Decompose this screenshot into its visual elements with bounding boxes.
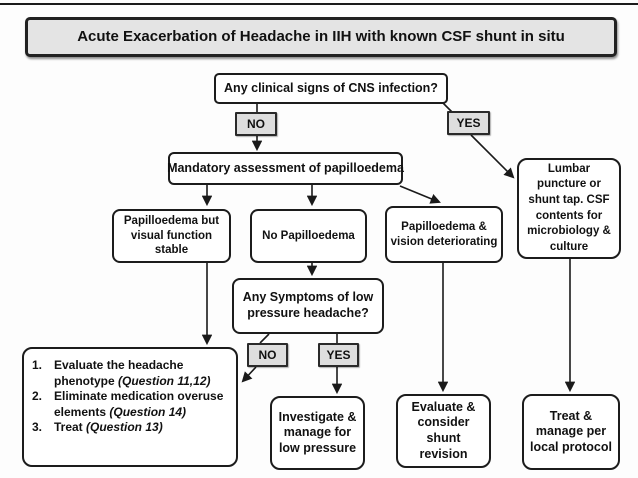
label-no-low-pressure: NO xyxy=(247,343,288,367)
edge-yes-to-lumbar xyxy=(470,134,515,179)
low-pressure-question-text: Any Symptoms of low pressure headache? xyxy=(242,290,374,320)
node-mandatory-assessment: Mandatory assessment of papilloedema xyxy=(167,152,404,185)
label-yes-low-pressure: YES xyxy=(318,343,359,367)
yes-label-text: YES xyxy=(456,115,481,130)
item-text: Eliminate medication overuse elements xyxy=(54,389,224,419)
item-question-ref: (Question 11,12) xyxy=(118,373,211,388)
item-question-ref: (Question 14) xyxy=(109,404,187,419)
item-number: 2. xyxy=(32,389,43,404)
treat-protocol-text: Treat & manage per local protocol xyxy=(530,408,612,454)
edge-cns-to-yes xyxy=(442,102,453,113)
node-investigate-low-pressure: Investigate & manage for low pressure xyxy=(270,396,365,470)
investigate-text: Investigate & manage for low pressure xyxy=(278,409,357,455)
papilloedema-deteriorating-text: Papilloedema & vision deteriorating xyxy=(390,221,498,248)
edge-lowpressure-to-no xyxy=(259,333,270,344)
papilloedema-stable-text: Papilloedema but visual function stable xyxy=(123,215,220,257)
node-lumbar-puncture: Lumbar puncture or shunt tap. CSF conten… xyxy=(517,158,621,259)
node-cns-infection-question: Any clinical signs of CNS infection? xyxy=(214,73,448,104)
item-number: 3. xyxy=(32,420,43,435)
treatment-item-2: 2. Eliminate medication overuse elements… xyxy=(32,389,232,420)
node-papilloedema-stable: Papilloedema but visual function stable xyxy=(112,209,231,263)
no-papilloedema-text: No Papilloedema xyxy=(262,229,355,242)
node-low-pressure-question: Any Symptoms of low pressure headache? xyxy=(232,278,384,334)
item-number: 1. xyxy=(32,358,43,372)
node-papilloedema-deteriorating: Papilloedema & vision deteriorating xyxy=(385,206,503,263)
title-box: Acute Exacerbation of Headache in IIH wi… xyxy=(25,17,617,57)
cns-question-text: Any clinical signs of CNS infection? xyxy=(224,80,438,95)
no-label-text: NO xyxy=(258,347,277,362)
evaluate-shunt-text: Evaluate & consider shunt revision xyxy=(411,399,476,461)
no-label-text: NO xyxy=(247,116,265,131)
node-treatment-plan: 1. Evaluate the headache phenotype (Ques… xyxy=(22,347,238,467)
item-question-ref: (Question 13) xyxy=(86,420,163,435)
item-text: Evaluate the headache phenotype xyxy=(54,358,184,388)
title-text: Acute Exacerbation of Headache in IIH wi… xyxy=(77,27,565,45)
treatment-item-1: 1. Evaluate the headache phenotype (Ques… xyxy=(32,358,232,389)
edge-no-to-treatment xyxy=(241,366,257,383)
item-text: Treat xyxy=(54,420,87,435)
edge-mandatory-to-deteriorating xyxy=(399,185,441,204)
mandatory-text: Mandatory assessment of papilloedema xyxy=(167,160,404,175)
lumbar-puncture-text: Lumbar puncture or shunt tap. CSF conten… xyxy=(527,162,611,253)
node-treat-local-protocol: Treat & manage per local protocol xyxy=(522,394,620,470)
yes-label-text: YES xyxy=(326,347,351,362)
node-no-papilloedema: No Papilloedema xyxy=(250,209,367,263)
node-evaluate-shunt-revision: Evaluate & consider shunt revision xyxy=(396,394,491,468)
treatment-item-3: 3. Treat (Question 13) xyxy=(32,420,232,436)
label-yes-cns: YES xyxy=(447,111,490,135)
top-border-line xyxy=(0,3,638,5)
label-no-cns: NO xyxy=(235,112,277,136)
